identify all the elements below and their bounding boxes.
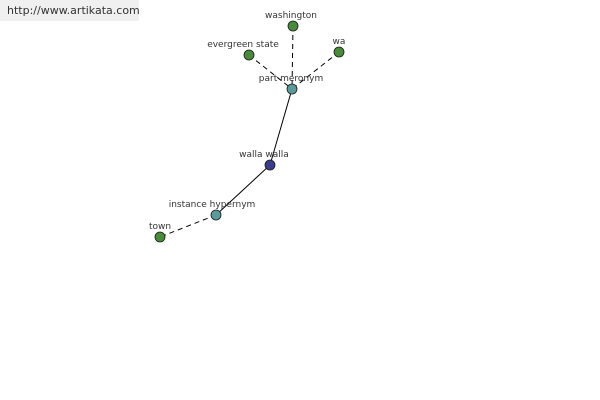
node-circle-evergreen[interactable] — [243, 49, 255, 61]
edge-part-center — [269, 88, 293, 166]
node-label-instance: instance hypernym — [169, 200, 256, 210]
node-circle-center[interactable] — [264, 159, 276, 171]
node-label-wa: wa — [333, 37, 346, 47]
node-washington[interactable]: washington — [265, 11, 317, 32]
node-center[interactable]: walla walla — [239, 150, 289, 171]
edge-instance-town — [159, 214, 217, 238]
node-circle-wa[interactable] — [333, 46, 345, 58]
node-label-town: town — [149, 222, 171, 232]
node-evergreen[interactable]: evergreen state — [207, 40, 279, 61]
node-wa[interactable]: wa — [333, 37, 346, 58]
edge-center-instance — [215, 164, 271, 216]
node-label-washington: washington — [265, 11, 317, 21]
node-circle-washington[interactable] — [287, 20, 299, 32]
node-circle-town[interactable] — [154, 231, 166, 243]
node-instance[interactable]: instance hypernym — [169, 200, 256, 221]
node-label-center: walla walla — [239, 150, 289, 160]
node-town[interactable]: town — [149, 222, 171, 243]
nodes-layer: washington evergreen state wa part meronym w… — [149, 11, 346, 243]
edge-washington-part — [291, 25, 294, 90]
node-part[interactable]: part meronym — [259, 74, 323, 95]
source-url-banner[interactable]: http://www.artikata.com — [0, 0, 139, 21]
node-label-evergreen: evergreen state — [207, 40, 279, 50]
node-circle-part[interactable] — [286, 83, 298, 95]
edge-evergreen-part — [248, 54, 293, 90]
edges-layer — [159, 25, 340, 238]
edge-wa-part — [291, 51, 340, 90]
node-label-part: part meronym — [259, 74, 323, 84]
node-circle-instance[interactable] — [210, 209, 222, 221]
